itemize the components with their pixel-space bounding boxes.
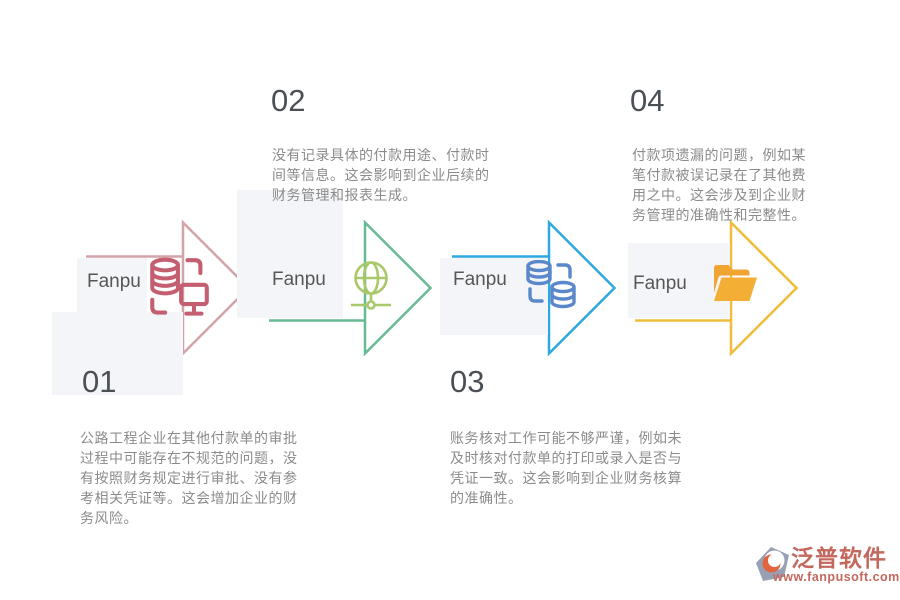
step-1-number-box (52, 312, 183, 395)
step-description: 付款项遗漏的问题，例如某笔付款被误记录在了其他费用之中。这会涉及到企业财务管理的… (632, 147, 806, 223)
footer-website: www.fanpusoft.com (773, 570, 900, 584)
globe-network-icon (351, 261, 391, 310)
footer-brand-name: 泛普软件 (791, 545, 887, 571)
step-4-label-box (628, 243, 730, 318)
step-number: 01 (82, 364, 117, 399)
step-number: 03 (450, 364, 485, 399)
step-description: 没有记录具体的付款用途、付款时间等信息。这会影响到企业后续的财务管理和报表生成。 (272, 147, 490, 203)
footer-logo: 泛普软件 www.fanpusoft.com (754, 544, 899, 590)
brand-label: Fanpu (633, 273, 687, 294)
fanpu-logo-icon (756, 547, 789, 581)
step-number: 02 (271, 83, 306, 118)
step-number: 04 (630, 83, 665, 118)
brand-label: Fanpu (272, 269, 326, 290)
open-folder-icon (714, 265, 757, 301)
brand-label: Fanpu (87, 271, 141, 292)
database-sync-icon (526, 260, 576, 309)
brand-label: Fanpu (453, 269, 507, 290)
database-monitor-icon (150, 257, 209, 316)
step-description: 账务核对工作可能不够严谨，例如未及时核对付款单的打印或录入是否与凭证一致。这会影… (450, 430, 682, 506)
arrow-3 (452, 219, 617, 357)
step-2-label-box (237, 190, 343, 318)
step-description: 公路工程企业在其他付款单的审批过程中可能存在不规范的问题，没有按照财务规定进行审… (80, 430, 298, 526)
